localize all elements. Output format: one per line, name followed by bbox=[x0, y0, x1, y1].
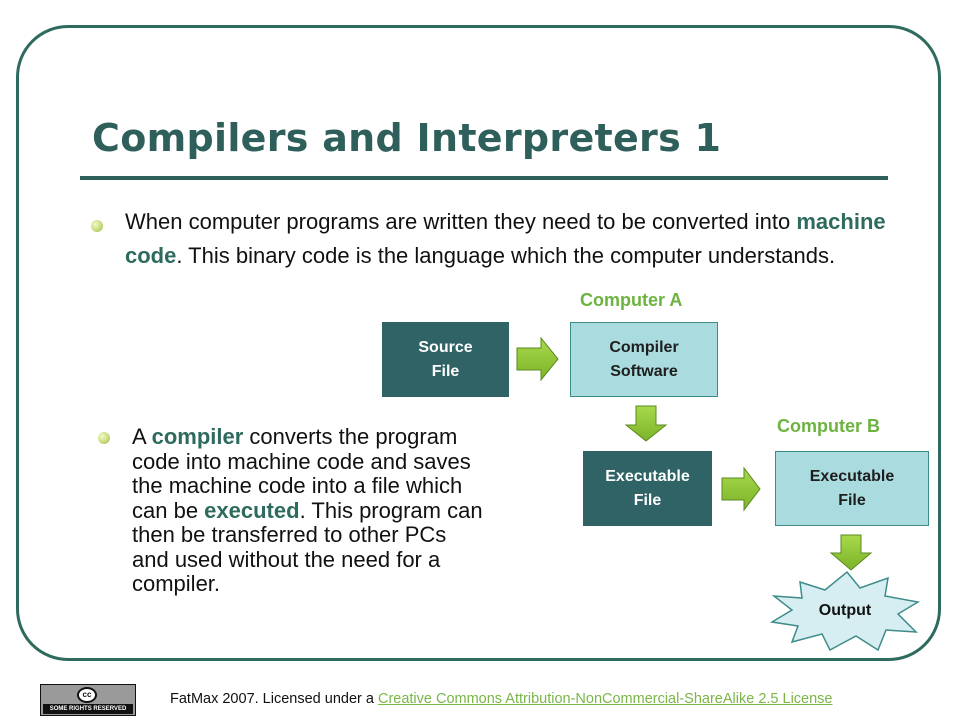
computer-b-label: Computer B bbox=[777, 416, 880, 436]
burst-shape-icon bbox=[769, 570, 921, 652]
bullet-compiler: A compiler converts the program code int… bbox=[132, 424, 487, 597]
bullet2-text-pre: A bbox=[132, 424, 152, 449]
executed-highlight: executed bbox=[204, 497, 300, 523]
some-rights-reserved: SOME RIGHTS RESERVED bbox=[43, 704, 133, 714]
output-label: Output bbox=[818, 602, 872, 619]
bullet-dot-icon bbox=[98, 432, 110, 444]
arrow-right-icon bbox=[721, 466, 761, 512]
license-link[interactable]: Creative Commons Attribution-NonCommerci… bbox=[377, 691, 833, 707]
machine-code-highlight: machine code bbox=[125, 209, 886, 268]
computer-a-label: Computer A bbox=[580, 290, 683, 310]
bullet-machine-code: When computer programs are written they … bbox=[125, 205, 905, 273]
slide-title: Compilers and Interpreters 1 bbox=[92, 116, 722, 160]
executable-file-box-a: Executable File bbox=[583, 451, 712, 526]
footer-text: FatMax 2007. Licensed under a bbox=[170, 691, 378, 707]
arrow-down-icon bbox=[829, 534, 873, 571]
bullet2-text-post: . This program can then be transferred t… bbox=[132, 497, 483, 596]
arrow-right-icon bbox=[516, 336, 559, 382]
bullet-dot-icon bbox=[91, 220, 103, 232]
output-burst: Output bbox=[769, 570, 921, 652]
bullet1-text-pre: When computer programs are written they … bbox=[125, 209, 797, 234]
cc-icon: cc bbox=[77, 687, 97, 703]
compiler-software-box: Compiler Software bbox=[570, 322, 718, 397]
footer-license: FatMax 2007. Licensed under a Creative C… bbox=[170, 691, 833, 707]
arrow-down-icon bbox=[624, 405, 668, 442]
slide-frame bbox=[16, 25, 941, 661]
creative-commons-badge[interactable]: cc SOME RIGHTS RESERVED bbox=[40, 684, 136, 716]
executable-file-box-b: Executable File bbox=[775, 451, 929, 526]
compiler-highlight: compiler bbox=[151, 424, 244, 449]
title-underline bbox=[80, 176, 888, 180]
bullet2-text-mid: converts the program code into machine c… bbox=[132, 424, 471, 523]
bullet1-text-post: . This binary code is the language which… bbox=[176, 243, 836, 268]
source-file-box: Source File bbox=[382, 322, 509, 397]
